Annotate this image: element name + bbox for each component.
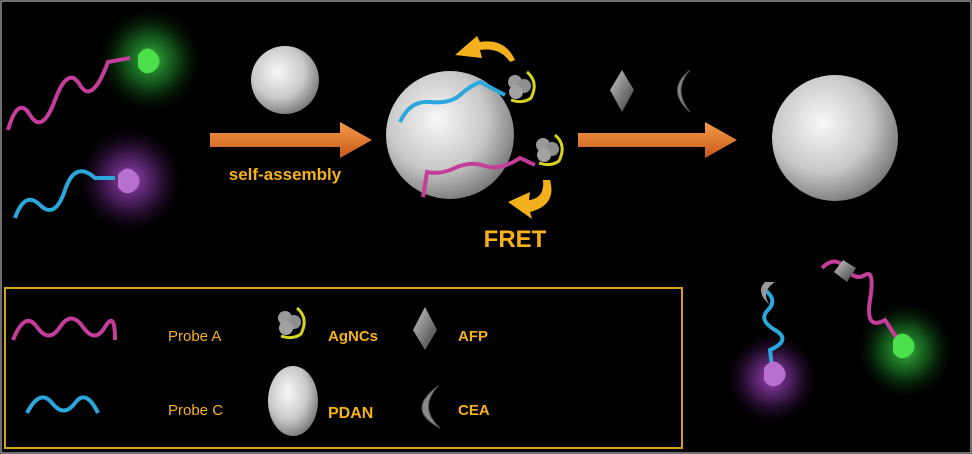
pdan-sphere-small — [251, 46, 319, 114]
fret-curved-arrow-icon — [455, 36, 515, 62]
afp-bound-icon — [834, 260, 856, 282]
self-assembly-label: self-assembly — [229, 165, 342, 184]
probe-a-on-pdan — [421, 155, 536, 198]
legend-box — [4, 287, 683, 449]
legend-pdan-label: PDAN — [328, 405, 373, 422]
legend-afp-icon — [413, 307, 437, 350]
agncs-cluster-icon — [534, 133, 564, 167]
cea-bound-icon — [761, 282, 775, 305]
legend-probe-a-icon — [11, 316, 117, 341]
cea-crescent-icon — [677, 69, 691, 113]
green-fluorophore-icon — [138, 48, 160, 74]
green-fluorophore-icon — [893, 333, 915, 359]
legend-pdan-icon — [268, 366, 318, 436]
probe-c-on-pdan — [398, 79, 506, 123]
agncs-cluster-icon — [506, 70, 536, 104]
legend-cea-icon — [421, 385, 441, 429]
afp-diamond-icon — [610, 70, 634, 112]
self-assembly-arrow-icon — [210, 122, 372, 158]
probe-a-strand — [6, 56, 131, 131]
legend-cea-label: CEA — [458, 402, 490, 419]
target-binding-arrow-icon — [578, 122, 737, 158]
legend-probe-c-icon — [25, 395, 100, 414]
purple-fluorophore-icon — [118, 168, 140, 194]
legend-afp-label: AFP — [458, 328, 488, 345]
fret-label: FRET — [484, 226, 547, 253]
legend-probe-a-label: Probe A — [168, 328, 221, 345]
legend: Probe A Probe C AgNCs PDAN AFP CEA — [4, 287, 683, 449]
pdan-sphere-released — [772, 75, 898, 201]
purple-fluorophore-icon — [764, 361, 786, 387]
fret-curved-arrow-icon — [508, 180, 552, 219]
legend-agncs-label: AgNCs — [328, 328, 378, 345]
probe-c-strand — [13, 169, 115, 219]
probe-c-released — [762, 288, 785, 369]
legend-probe-c-label: Probe C — [168, 402, 223, 419]
legend-agncs-icon — [276, 306, 306, 340]
probe-a-released — [820, 259, 900, 342]
